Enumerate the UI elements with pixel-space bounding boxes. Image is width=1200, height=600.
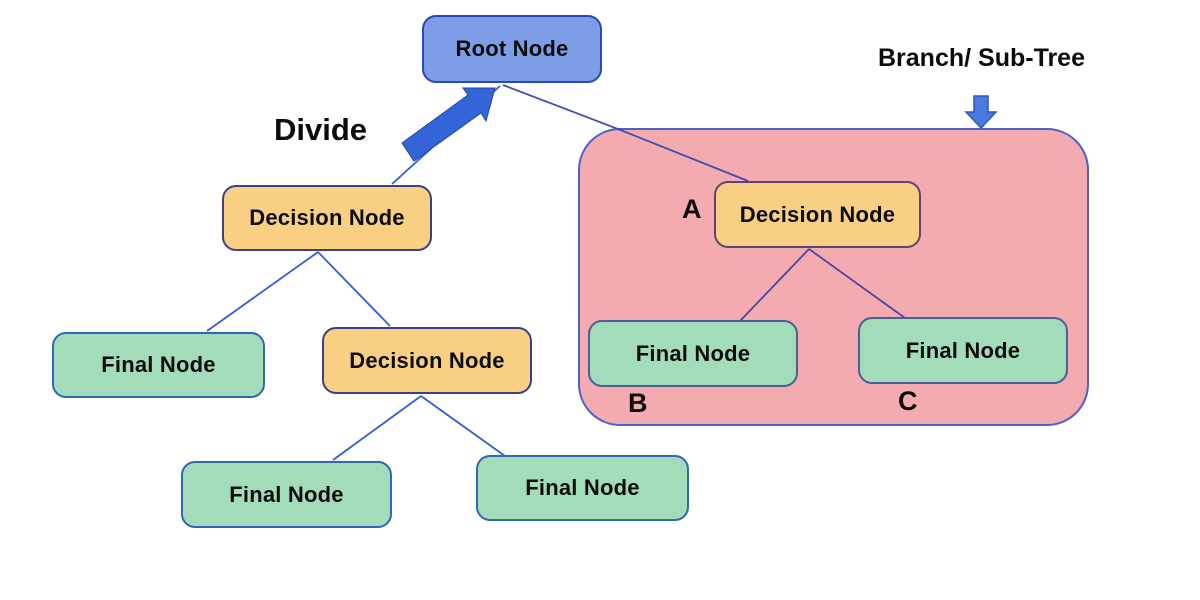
edge-decision-left-to-decision-mid xyxy=(317,251,391,327)
edge-root-to-decision-a xyxy=(502,84,749,182)
final-node-c-label: Final Node xyxy=(905,337,1021,363)
final-node-bottom-left: Final Node xyxy=(181,461,392,528)
decision-node-mid: Decision Node xyxy=(322,327,532,394)
final-node-bottom-mid-label: Final Node xyxy=(525,475,640,500)
branch-arrow-icon xyxy=(964,95,998,130)
final-node-b: Final Node xyxy=(588,320,798,387)
final-node-bottom-mid: Final Node xyxy=(476,455,689,521)
edge-decision-a-to-final-c xyxy=(808,248,906,319)
final-node-left-label: Final Node xyxy=(101,352,216,377)
decision-node-left: Decision Node xyxy=(222,185,432,251)
divide-arrow-icon xyxy=(401,87,496,162)
marker-b: B xyxy=(628,388,648,418)
edge-decision-a-to-final-b xyxy=(739,248,810,322)
edge-decision-mid-to-final-bottom-left xyxy=(332,395,422,461)
marker-c: C xyxy=(898,386,918,416)
root-node-label: Root Node xyxy=(455,36,569,61)
final-node-left: Final Node xyxy=(52,332,265,398)
divide-annotation: Divide xyxy=(274,112,368,147)
marker-a: A xyxy=(682,194,702,224)
edge-decision-mid-to-final-bottom-mid xyxy=(420,395,506,457)
decision-node-a-label: Decision Node xyxy=(739,201,896,227)
edge-decision-left-to-final-left xyxy=(206,251,319,332)
final-node-c: Final Node xyxy=(858,317,1068,384)
branch-subtree-annotation: Branch/ Sub-Tree xyxy=(878,44,1085,72)
root-node: Root Node xyxy=(422,15,602,83)
decision-node-left-label: Decision Node xyxy=(249,205,405,230)
decision-node-mid-label: Decision Node xyxy=(349,347,505,373)
final-node-bottom-left-label: Final Node xyxy=(229,481,344,507)
final-node-b-label: Final Node xyxy=(635,340,751,366)
decision-node-a: Decision Node xyxy=(714,181,921,248)
